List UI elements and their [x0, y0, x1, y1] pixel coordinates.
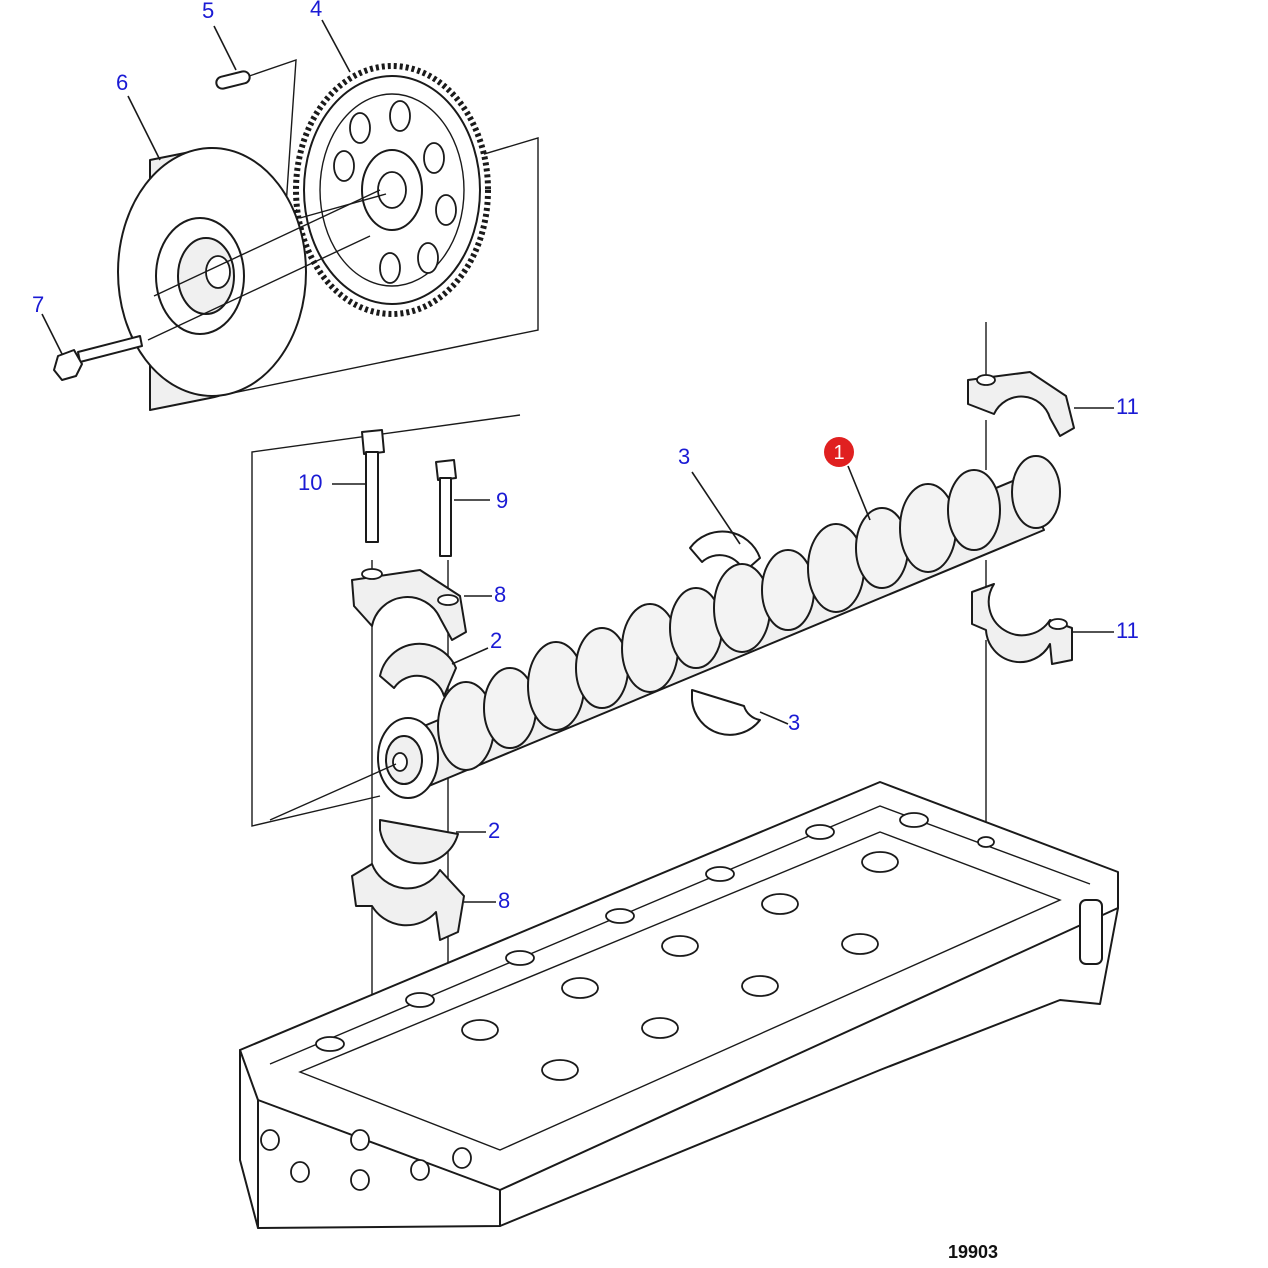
part-callouts: 1 2 2 3 3 4 5 6 7 8 8 9 10 11 11: [32, 0, 1139, 913]
lower-bearing-shell-drawing: [379, 819, 459, 865]
leader-lines: [41, 19, 1114, 903]
part-label-11-lower[interactable]: 11: [1116, 618, 1139, 643]
upper-bearing-cap-drawing: [351, 568, 467, 641]
part-label-11-upper[interactable]: 11: [1116, 394, 1139, 419]
upper-bearing-shell-drawing: [379, 642, 457, 697]
part-label-4[interactable]: 4: [310, 0, 322, 21]
cylinder-head-drawing: [239, 781, 1119, 1229]
part-label-1[interactable]: 1: [833, 442, 844, 464]
part-label-6[interactable]: 6: [116, 70, 128, 95]
part-label-10[interactable]: 10: [298, 470, 322, 495]
flywheel-bolt-drawing: [53, 335, 143, 381]
part-label-3-lower[interactable]: 3: [788, 710, 800, 735]
flywheel-drawing: [117, 147, 307, 411]
lower-bearing-cap-drawing: [351, 863, 465, 941]
timing-gear-drawing: [293, 63, 491, 317]
right-lower-bearing-cap-drawing: [971, 583, 1073, 665]
part-label-7[interactable]: 7: [32, 292, 44, 317]
upper-bearing-shell-3-drawing: [689, 530, 761, 573]
lower-bearing-shell-3-drawing: [691, 689, 761, 736]
diagram-id: 19903: [948, 1242, 998, 1262]
part-label-3-upper[interactable]: 3: [678, 444, 690, 469]
camshaft-drawing: [269, 455, 1061, 821]
part-label-8-lower[interactable]: 8: [498, 888, 510, 913]
part-label-2-lower[interactable]: 2: [488, 818, 500, 843]
part-label-9[interactable]: 9: [496, 488, 508, 513]
dowel-pin-drawing: [215, 70, 251, 90]
flywheel-axis-lines: [147, 189, 387, 341]
part-label-2-upper[interactable]: 2: [490, 628, 502, 653]
bearing-cap-bolts-drawing: [361, 429, 457, 557]
highlight-marker-part-1: [824, 437, 854, 467]
part-label-8-upper[interactable]: 8: [494, 582, 506, 607]
right-upper-bearing-cap-drawing: [967, 371, 1075, 437]
part-label-5[interactable]: 5: [202, 0, 214, 23]
